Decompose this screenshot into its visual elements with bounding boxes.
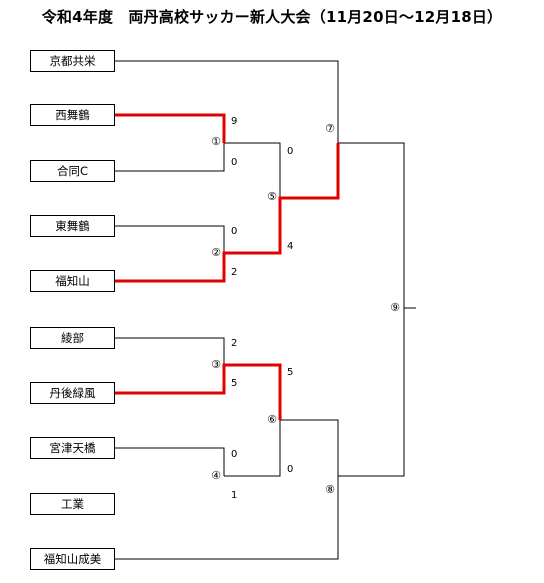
match4-number: ④ <box>211 469 221 482</box>
match3-number: ③ <box>211 358 221 371</box>
win-path-fukuchiyama <box>115 143 340 283</box>
match6-bottom-score: 0 <box>287 464 294 475</box>
match2-top-score: 0 <box>231 226 238 237</box>
match8-number: ⑧ <box>325 483 335 496</box>
match2-number: ② <box>211 246 221 259</box>
line-match4-out <box>224 420 281 477</box>
match1-top-score: 9 <box>231 116 238 127</box>
line-fukuchiyama-seibi <box>115 476 339 560</box>
match5-number: ⑤ <box>267 190 277 203</box>
match1-bottom-score: 0 <box>231 157 238 168</box>
team-nishi-maizuru: 西舞鶴 <box>30 104 115 126</box>
match4-bottom-score: 1 <box>231 490 238 501</box>
match2-bottom-score: 2 <box>231 267 238 278</box>
match6-number: ⑥ <box>267 413 277 426</box>
team-tango-ryokufu: 丹後緑風 <box>30 382 115 404</box>
line-higashi-maizuru <box>115 225 225 253</box>
match3-top-score: 2 <box>231 338 238 349</box>
match1-number: ① <box>211 135 221 148</box>
line-match7-out <box>338 142 416 309</box>
match7-number: ⑦ <box>325 122 335 135</box>
match9-number: ⑨ <box>390 301 400 314</box>
team-miyazu-amahashi: 宮津天橋 <box>30 437 115 459</box>
team-kyoto-kyoei: 京都共栄 <box>30 50 115 72</box>
team-godo-c: 合同C <box>30 160 115 182</box>
team-fukuchiyama-seibi: 福知山成美 <box>30 548 115 570</box>
team-ayabe: 綾部 <box>30 327 115 349</box>
line-kyoto-kyoei <box>115 60 339 143</box>
match6-top-score: 5 <box>287 367 294 378</box>
team-fukuchiyama: 福知山 <box>30 270 115 292</box>
line-ayabe <box>115 337 225 365</box>
match5-top-score: 0 <box>287 146 294 157</box>
match5-bottom-score: 4 <box>287 241 294 252</box>
team-kogyo: 工業 <box>30 493 115 515</box>
line-match1-out <box>224 142 281 198</box>
match3-bottom-score: 5 <box>231 378 238 389</box>
line-miyazu-amahashi <box>115 447 225 476</box>
win-path-tango-ryokufu <box>115 363 282 420</box>
page-title: 令和4年度 両丹高校サッカー新人大会（11月20日～12月18日） <box>41 8 503 26</box>
line-match8-out <box>338 308 405 477</box>
team-higashi-maizuru: 東舞鶴 <box>30 215 115 237</box>
match4-top-score: 0 <box>231 449 238 460</box>
line-match6-out <box>280 419 339 476</box>
line-godo-c <box>115 143 225 172</box>
win-path-nishi-maizuru <box>115 113 226 143</box>
